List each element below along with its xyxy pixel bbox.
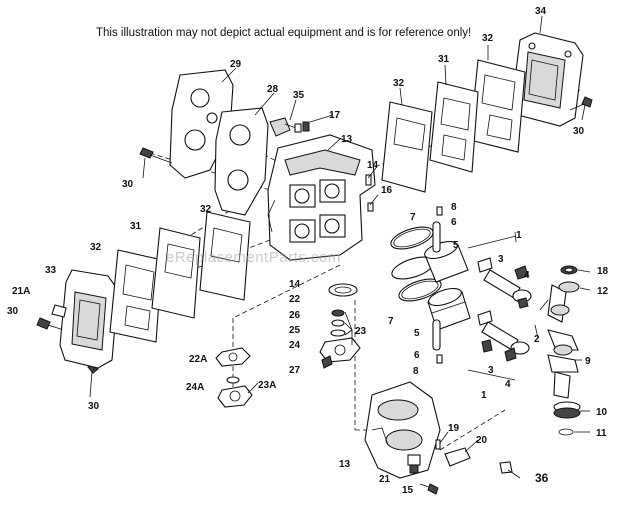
callout-30: 30 [122, 179, 134, 190]
outer-exhaust-cover [511, 32, 584, 127]
callout-14: 14 [367, 160, 379, 171]
callout-2: 2 [534, 334, 540, 345]
callout-34: 34 [535, 6, 547, 17]
plug-17 [302, 121, 310, 132]
gasket-left-outer [109, 249, 163, 343]
callout-25: 25 [289, 325, 301, 336]
plate-left [151, 227, 201, 319]
callout-27: 27 [289, 365, 301, 376]
callout-20: 20 [476, 435, 488, 446]
callout-6: 6 [414, 350, 420, 361]
callout-13: 13 [339, 459, 351, 470]
dowel-pins [365, 174, 374, 212]
exhaust-plate [429, 81, 479, 173]
callout-19: 19 [448, 423, 460, 434]
crankshaft [547, 284, 579, 399]
exhaust-cover-left [59, 269, 119, 369]
callout-28: 28 [267, 84, 279, 95]
callout-18: 18 [597, 266, 609, 277]
temperature-switch [269, 117, 302, 137]
callout-32: 32 [90, 242, 102, 253]
gasket-top-right [469, 59, 526, 153]
callout-1: 1 [481, 390, 487, 401]
gasket-middle [381, 101, 433, 193]
callout-11: 11 [596, 428, 607, 439]
callout-30: 30 [7, 306, 19, 317]
callout-1: 1 [516, 230, 522, 241]
callout-12: 12 [597, 286, 609, 297]
callout-5: 5 [414, 328, 420, 339]
bypass-cover-parts [319, 283, 361, 369]
callout-9: 9 [585, 356, 591, 367]
callout-23: 23 [355, 326, 367, 337]
callout-22: 22 [289, 294, 301, 305]
bypass-cover-20 [435, 439, 471, 467]
connecting-rods [467, 235, 549, 381]
callout-32: 32 [393, 78, 405, 89]
callout-15: 15 [402, 485, 414, 496]
bolts-30 [36, 96, 593, 374]
screw-36 [499, 461, 521, 479]
piston-pins [432, 206, 443, 364]
callout-4: 4 [524, 270, 530, 281]
callout-24a: 24A [186, 382, 204, 393]
bracket-21a [51, 304, 67, 318]
callout-21a: 21A [12, 286, 30, 297]
callout-35: 35 [293, 90, 305, 101]
crankcase [364, 381, 441, 479]
callout-7: 7 [410, 212, 416, 223]
callout-3: 3 [488, 365, 494, 376]
pistons [424, 240, 471, 331]
callout-23a: 23A [258, 380, 276, 391]
callout-26: 26 [289, 310, 301, 321]
callout-30: 30 [573, 126, 585, 137]
callout-16: 16 [381, 185, 393, 196]
callout-32: 32 [482, 33, 494, 44]
callout-4: 4 [505, 379, 511, 390]
callout-22a: 22A [189, 354, 207, 365]
callout-32: 32 [200, 204, 212, 215]
callout-10: 10 [596, 407, 608, 418]
disclaimer-text: This illustration may not depict actual … [96, 27, 472, 39]
callout-6: 6 [451, 217, 457, 228]
callout-8: 8 [413, 366, 419, 377]
watermark: eReplacementParts.com [166, 249, 341, 266]
leader-lines [89, 15, 591, 453]
callout-14: 14 [289, 279, 301, 290]
callout-24: 24 [289, 340, 301, 351]
callout-5: 5 [453, 240, 459, 251]
callout-8: 8 [451, 202, 457, 213]
head-gasket [214, 107, 269, 216]
callout-30: 30 [88, 401, 100, 412]
callout-33: 33 [45, 265, 57, 276]
callout-29: 29 [230, 59, 242, 70]
bypass-parts-a [215, 347, 253, 408]
cylinder-block [267, 134, 376, 261]
callout-17: 17 [329, 110, 341, 121]
crank-seals [553, 265, 581, 436]
callout-3: 3 [498, 254, 504, 265]
callout-36: 36 [535, 471, 549, 485]
callout-31: 31 [130, 221, 142, 232]
gasket-left-inner [199, 211, 251, 301]
callout-21: 21 [379, 474, 391, 485]
callout-7: 7 [388, 316, 394, 327]
callout-31: 31 [438, 54, 450, 65]
callout-labels: 1 1 2 3 3 4 4 5 5 6 6 7 7 8 8 9 10 11 12… [7, 6, 609, 496]
callout-13: 13 [341, 134, 353, 145]
bottom-fasteners [409, 464, 439, 495]
